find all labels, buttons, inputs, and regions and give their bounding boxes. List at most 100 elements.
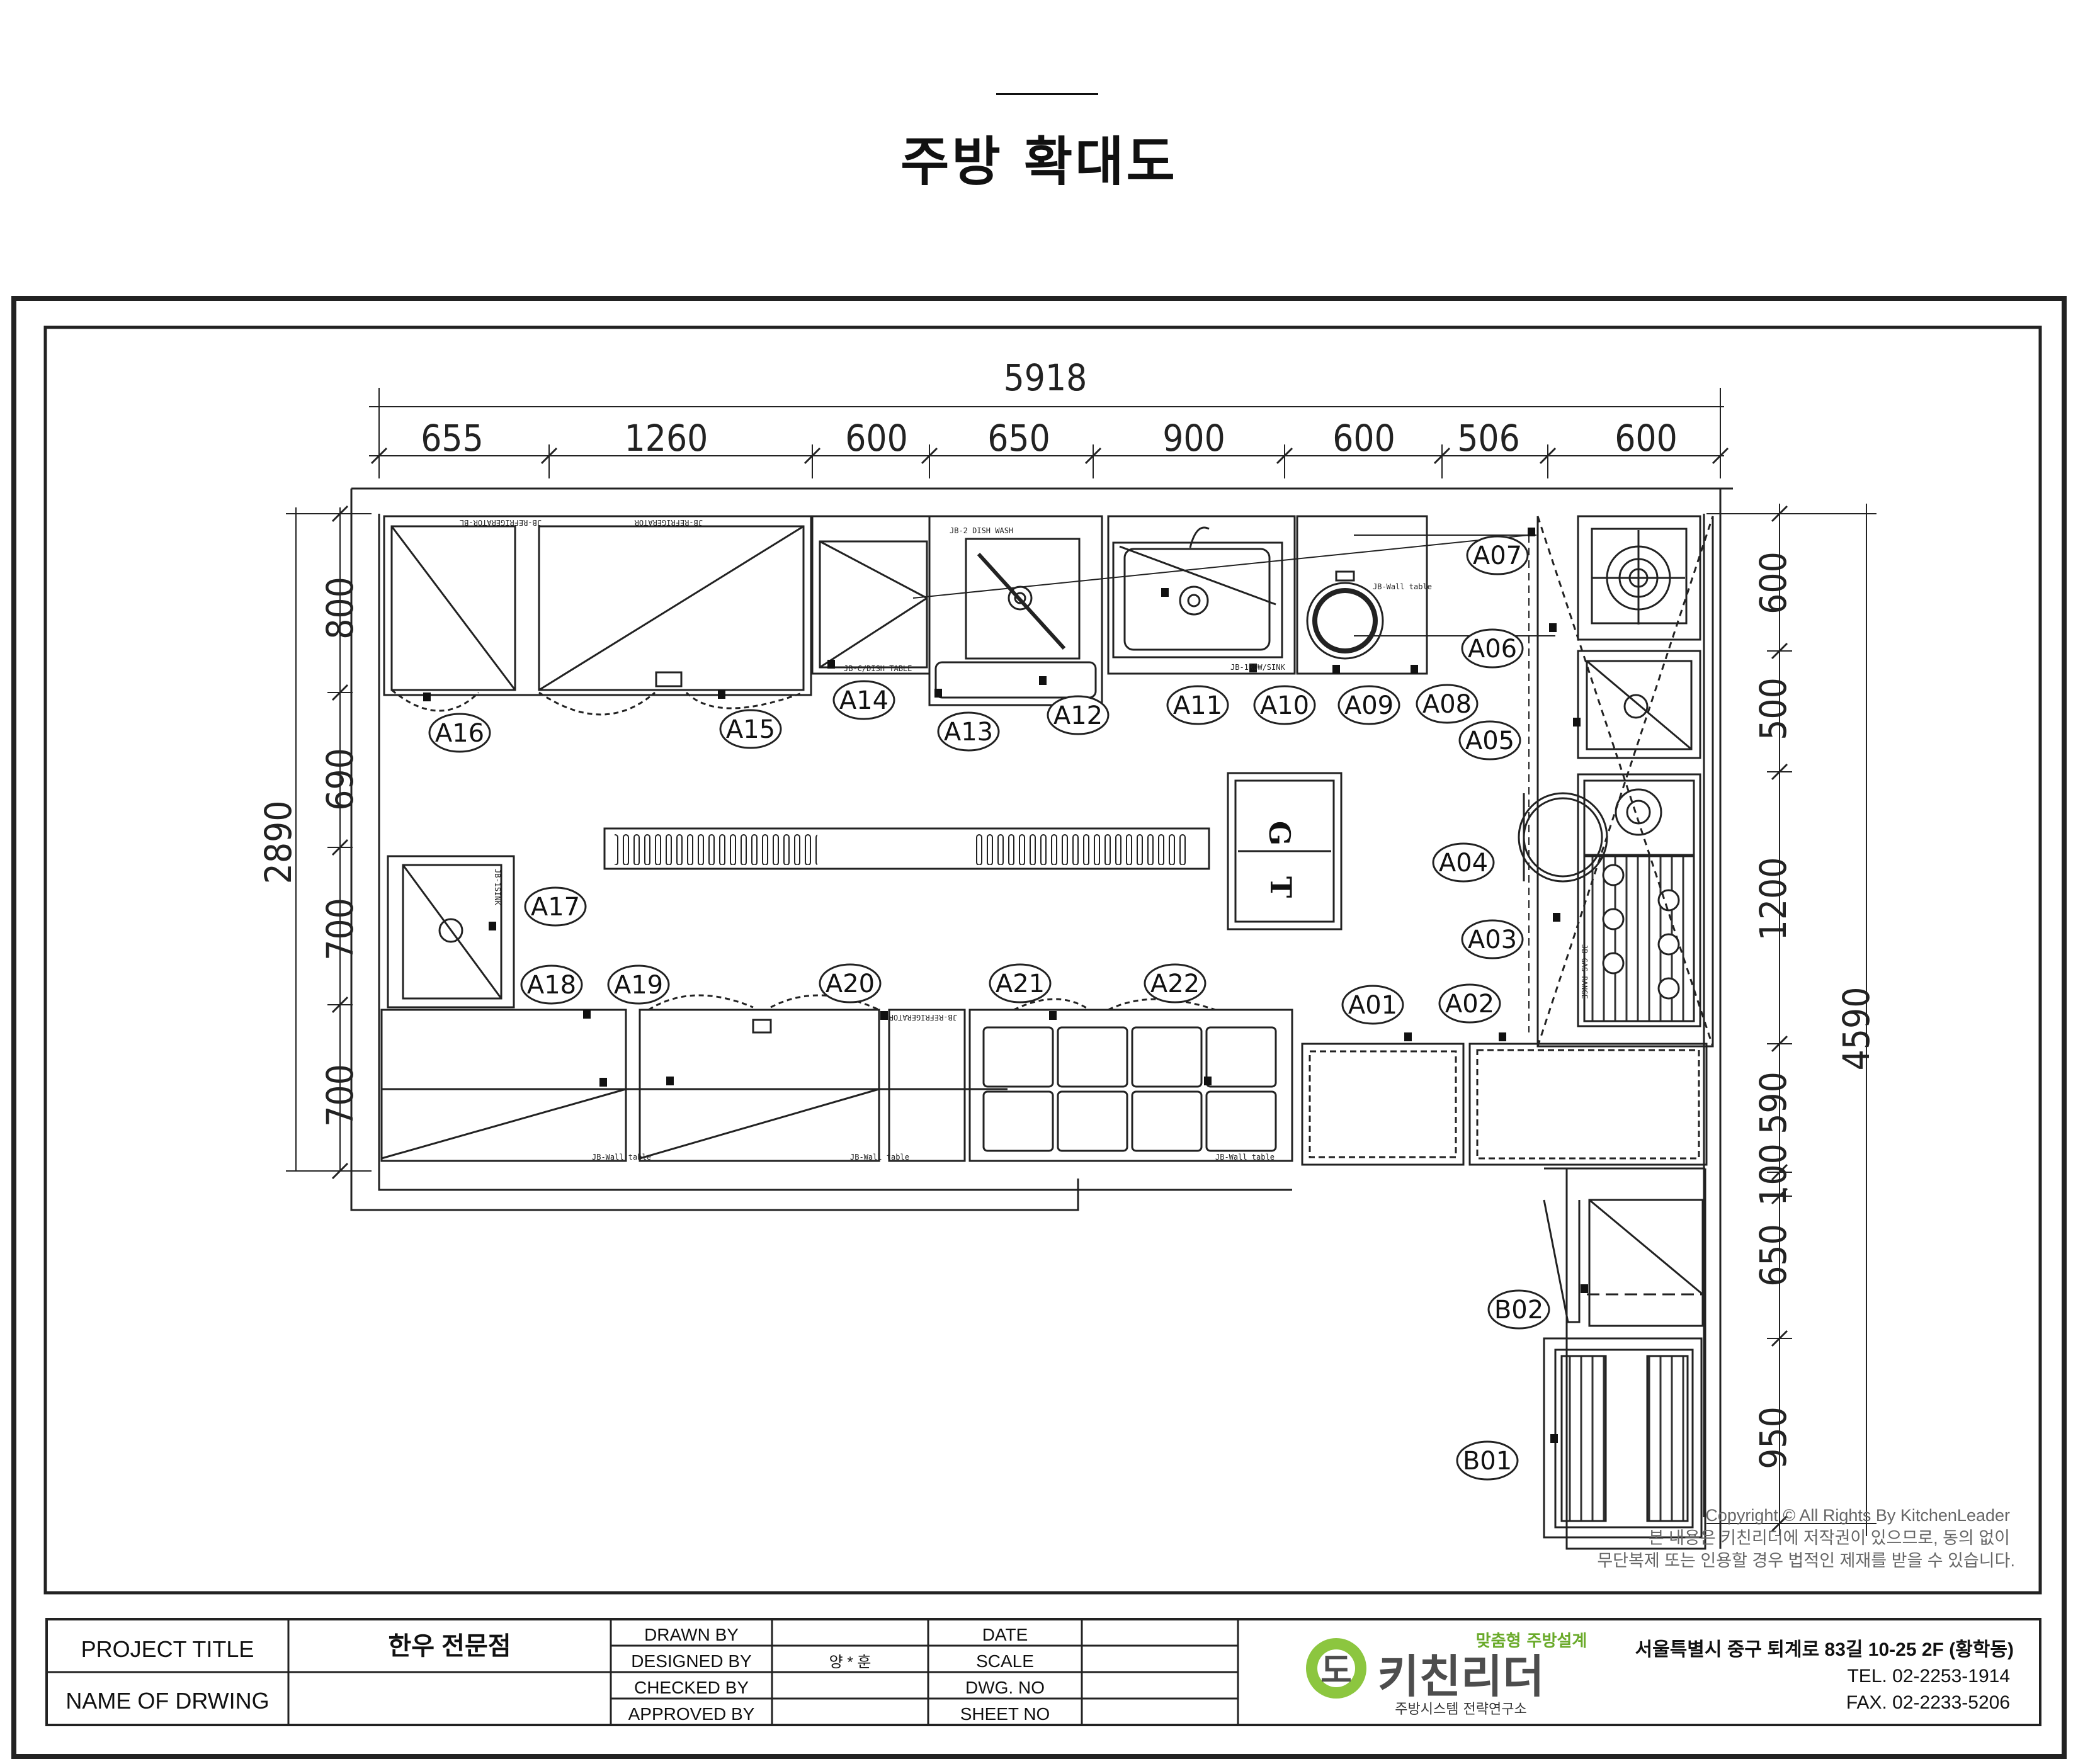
address-tel: TEL. 02-2253-1914 [1847,1666,2010,1687]
wall-table-label-4: JB-Wall table [1215,1153,1275,1162]
tag-label: A22 [1150,970,1200,998]
copyright-line-2: 본 내용은 키친리더에 저작권이 있으므로, 동의 없이 [1649,1529,2010,1547]
tag-label: B02 [1494,1296,1543,1325]
logo-mark-glyph: 도 [1320,1651,1352,1690]
dish-table-label: JB-C/DISH TABLE [844,664,912,673]
tag-a04: A04 [1432,842,1495,883]
left-dim-ticks [327,505,353,1180]
tag-a11: A11 [1166,685,1229,725]
tag-a19: A19 [607,964,670,1005]
copyright-line-1: Copyright © All Rights By KitchenLeader [1705,1506,2010,1525]
tag-a15: A15 [719,709,782,749]
dim-top-5: 900 [1162,417,1225,460]
dim-left-2: 690 [319,748,361,811]
one-sink-label: JB-1SINK [493,869,502,906]
wall-table-label-2: JB-Wall table [592,1153,651,1162]
logo-subtitle: 주방시스템 전략연구소 [1395,1702,1526,1717]
tag-label: A12 [1053,701,1103,730]
date-label: DATE [982,1625,1028,1644]
dim-top-6: 600 [1332,417,1395,460]
drawn-by-label: DRAWN BY [644,1625,739,1644]
tag-label: B01 [1463,1447,1512,1476]
tag-label: A01 [1348,991,1397,1020]
tag-a14: A14 [832,680,895,720]
right-dim-ticks [1767,505,1792,1532]
header-rule [996,93,1098,95]
tag-label: A15 [726,715,775,744]
tag-label: A02 [1445,990,1494,1019]
floor-plan [350,487,1733,1550]
dish-wash-label: JB-2 DISH WASH [950,526,1013,535]
kitchenleader-logo: 도 맞춤형 주방설계 키친리더 주방시스템 전략연구소 [1306,1632,1587,1717]
dim-right-overall: 4590 [1835,987,1878,1071]
dim-right-5: 100 [1752,1143,1795,1206]
dim-right-6: 650 [1752,1224,1795,1287]
inner-frame [43,325,2042,1595]
project-title-value: 한우 전문점 [388,1632,511,1660]
logo-tagline: 맞춤형 주방설계 [1476,1632,1587,1651]
tag-a17: A17 [524,886,587,927]
tag-a22: A22 [1144,963,1206,1004]
page-title: 주방 확대도 [900,131,1178,193]
dim-top-8: 600 [1615,417,1678,460]
wall-table-label-1: JB-Wall table [1373,582,1432,591]
title-block [45,1618,2041,1726]
island-letter-t: T [1264,876,1298,898]
dim-right-3: 1200 [1752,857,1795,941]
equipment-labels: JB-REFRIGERATOR-BL JB-REFRIGERATOR JB-2 … [460,518,1589,1162]
tag-a07: A07 [1466,535,1529,575]
refrigerator-label: JB-REFRIGERATOR [634,518,703,527]
scale-label: SCALE [976,1651,1034,1671]
sheet-no-label: SHEET NO [960,1704,1050,1724]
tag-b02: B02 [1487,1289,1550,1330]
tag-label: A20 [826,970,875,998]
approved-by-label: APPROVED BY [628,1704,755,1724]
dim-right-2: 500 [1752,677,1795,740]
junction-points [423,528,1588,1443]
tag-a21: A21 [989,963,1052,1004]
tag-a06: A06 [1461,628,1524,669]
tag-a12: A12 [1047,695,1110,735]
address-line: 서울특별시 중구 퇴계로 83길 10-25 2F (황학동) [1635,1639,2014,1660]
dim-right-1: 600 [1752,551,1795,614]
tag-a20: A20 [819,963,882,1004]
drawing-name-label: NAME OF DRWING [65,1688,269,1714]
tag-label: A05 [1465,727,1514,755]
tag-a05: A05 [1458,720,1521,760]
tag-label: A21 [996,970,1045,998]
tag-a09: A09 [1337,685,1400,725]
tag-b01: B01 [1456,1440,1519,1481]
top-dim-ticks [370,444,1729,478]
dim-left-overall: 2890 [257,801,300,885]
tag-label: A16 [435,719,484,748]
address-fax: FAX. 02-2233-5206 [1846,1692,2010,1713]
copyright-line-3: 무단복제 또는 인용할 경우 법적인 제재를 받을 수 있습니다. [1597,1551,2015,1570]
tag-label: A06 [1468,635,1517,664]
dwg-no-label: DWG. NO [965,1678,1045,1697]
refrigerator-bl-label: JB-REFRIGERATOR-BL [460,518,542,527]
tag-a01: A01 [1341,985,1404,1025]
outer-frame [11,296,2067,1759]
dim-top-overall: 5918 [1004,356,1087,399]
tag-label: A07 [1473,541,1522,570]
dim-top-3: 600 [845,417,908,460]
tag-label: A14 [839,686,889,715]
tag-label: A18 [527,971,576,1000]
tag-label: A13 [944,718,993,747]
dim-top-2: 1260 [625,417,708,460]
checked-by-label: CHECKED BY [634,1678,749,1697]
tag-a16: A16 [428,713,491,753]
tag-label: A19 [614,971,663,1000]
tag-label: A04 [1439,849,1488,878]
dim-right-4: 590 [1752,1071,1795,1134]
tag-label: A09 [1344,691,1394,720]
island-letter-g: G [1263,821,1297,845]
dim-left-3: 700 [319,898,361,961]
dim-top-7: 506 [1457,417,1520,460]
project-title-label: PROJECT TITLE [81,1636,254,1662]
designed-by-label: DESIGNED BY [631,1651,752,1671]
logo-brand: 키친리더 [1378,1650,1545,1703]
tag-a10: A10 [1253,685,1316,725]
tag-label: A10 [1260,691,1309,720]
